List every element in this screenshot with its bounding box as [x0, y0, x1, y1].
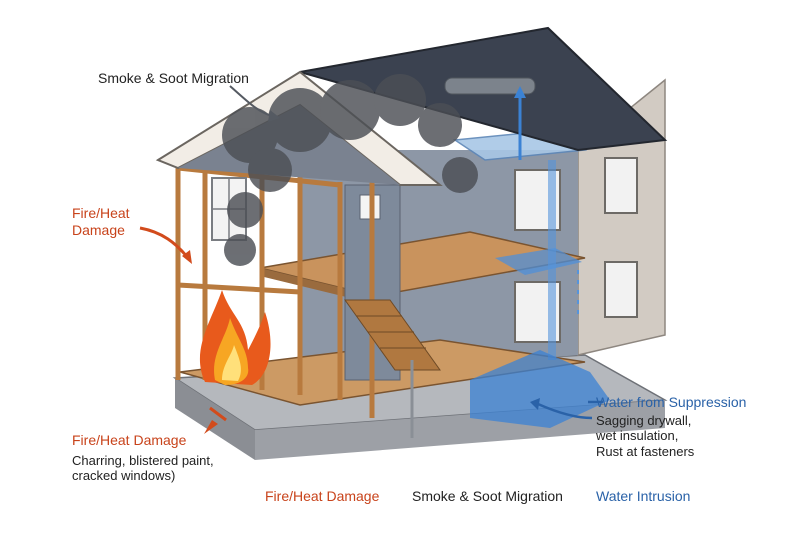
water-note-line3: Rust at fasteners — [596, 443, 695, 459]
water-suppression-title: Water from Suppression — [596, 394, 747, 410]
fire-heat-callout-lower: Fire/Heat Damage Charring, blistered pai… — [72, 432, 214, 484]
legend-water-intrusion: Water Intrusion — [596, 488, 691, 504]
fire-heat-note-line1: Charring, blistered paint, — [72, 452, 214, 468]
fire-flames — [199, 290, 271, 385]
fire-heat-callout-line1: Fire/Heat — [72, 205, 130, 221]
legend-fire-heat: Fire/Heat Damage — [265, 488, 380, 504]
water-suppression-callout: Water from Suppression Sagging drywall, … — [596, 394, 746, 460]
water-intrusion — [470, 86, 610, 428]
smoke-plume — [222, 74, 478, 266]
staircase — [344, 299, 441, 371]
fire-heat-callout-title: Fire/Heat Damage — [72, 432, 187, 448]
water-note-line1: Sagging drywall, — [596, 412, 692, 428]
fire-heat-note-line2: cracked windows) — [72, 468, 176, 484]
fire-heat-callout-line2: Damage — [72, 221, 125, 238]
callout-arrows — [139, 85, 603, 434]
water-note-line2: wet insulation, — [596, 428, 679, 444]
legend-smoke-soot: Smoke & Soot Migration — [412, 488, 563, 504]
fire-heat-callout-upper: Fire/Heat Damage — [72, 205, 130, 239]
smoke-soot-callout: Smoke & Soot Migration — [98, 70, 249, 86]
